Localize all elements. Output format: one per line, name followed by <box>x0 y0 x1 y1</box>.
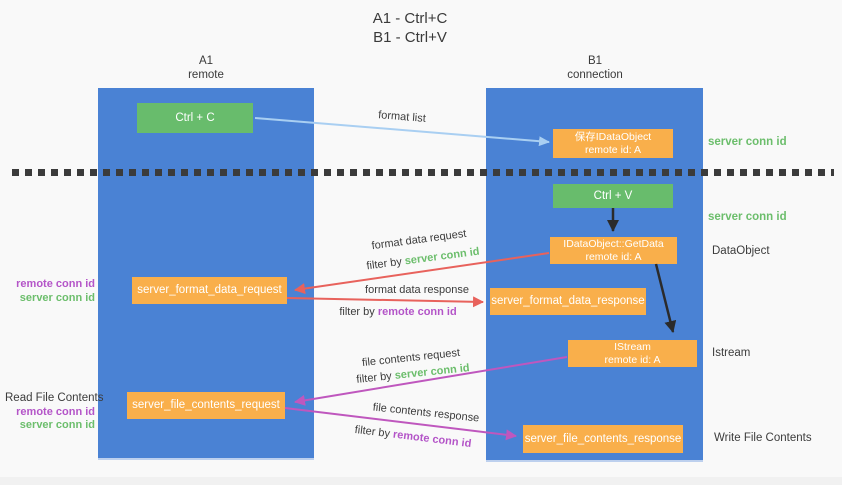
server-format-data-response-label: server_format_data_response <box>491 295 645 307</box>
remote-conn-id-label-1: remote conn id <box>16 278 95 290</box>
filter-by-prefix-3: filter by <box>355 370 393 386</box>
dotted-separator-line <box>12 169 834 176</box>
filter-by-remote-conn-id-label-2: filter by remote conn id <box>354 424 472 450</box>
server-conn-id-label-2: server conn id <box>19 419 95 431</box>
filter-by-value-3: server conn id <box>394 362 471 382</box>
left-conn-id-group-1: remote conn id server conn id <box>5 278 95 305</box>
left-column-name: A1 <box>198 55 214 67</box>
server-format-data-request-node: server_format_data_request <box>132 277 287 304</box>
server-file-contents-response-node: server_file_contents_response <box>523 425 683 453</box>
ctrl-c-label: Ctrl + C <box>175 111 215 124</box>
filter-by-value-1: server conn id <box>404 245 481 268</box>
dataobject-label: DataObject <box>712 245 770 257</box>
istream-line1: IStream <box>614 340 651 353</box>
getdata-node: IDataObject::GetData remote id: A <box>550 237 677 264</box>
server-conn-id-mid-label: server conn id <box>708 211 787 223</box>
server-conn-id-top-label: server conn id <box>708 136 787 148</box>
remote-conn-id-label-2: remote conn id <box>16 405 95 418</box>
filter-by-prefix-4: filter by <box>354 423 391 441</box>
server-file-contents-request-node: server_file_contents_request <box>127 392 285 419</box>
filter-by-value-2: remote conn id <box>377 306 457 318</box>
getdata-line1: IDataObject::GetData <box>563 237 664 250</box>
right-column-role: connection <box>567 69 623 81</box>
server-format-data-request-label: server_format_data_request <box>137 284 282 296</box>
format-data-response-label: format data response <box>365 284 469 296</box>
ctrl-v-node: Ctrl + V <box>553 184 673 208</box>
filter-by-prefix-2: filter by <box>339 306 375 318</box>
getdata-line2: remote id: A <box>585 250 642 263</box>
left-column-header: A1 remote <box>146 54 266 82</box>
server-format-data-response-node: server_format_data_response <box>490 288 646 315</box>
save-idataobject-line2: remote id: A <box>584 143 641 156</box>
filter-by-value-4: remote conn id <box>392 428 472 451</box>
ctrl-v-label: Ctrl + V <box>593 189 633 202</box>
title-line-2: B1 - Ctrl+V <box>373 29 447 46</box>
write-file-contents-label: Write File Contents <box>714 432 812 444</box>
diagram-title: A1 - Ctrl+C B1 - Ctrl+V <box>330 9 490 47</box>
istream-line2: remote id: A <box>604 353 661 366</box>
save-idataobject-line1: 保存IDataObject <box>574 130 652 143</box>
istream-side-label: Istream <box>712 347 751 359</box>
right-column-header: B1 connection <box>535 54 655 82</box>
server-file-contents-request-label: server_file_contents_request <box>132 399 280 411</box>
istream-node: IStream remote id: A <box>568 340 697 367</box>
format-list-label: format list <box>377 109 427 125</box>
ctrl-c-node: Ctrl + C <box>137 103 253 133</box>
bottom-window-strip <box>0 477 842 485</box>
server-conn-id-label-1: server conn id <box>19 291 95 304</box>
right-column-name: B1 <box>587 55 603 67</box>
save-idataobject-node: 保存IDataObject remote id: A <box>553 129 673 158</box>
file-contents-response-label: file contents response <box>372 401 480 425</box>
title-line-1: A1 - Ctrl+C <box>372 10 448 27</box>
server-file-contents-response-label: server_file_contents_response <box>524 432 682 445</box>
read-file-contents-label: Read File Contents <box>5 392 104 404</box>
filter-by-remote-conn-id-label-1: filter by remote conn id <box>339 306 456 318</box>
format-data-response-arrow <box>286 296 484 308</box>
left-column-role: remote <box>188 69 224 81</box>
filter-by-prefix-1: filter by <box>365 255 403 273</box>
left-conn-id-group-2: Read File Contents remote conn id server… <box>5 392 104 433</box>
